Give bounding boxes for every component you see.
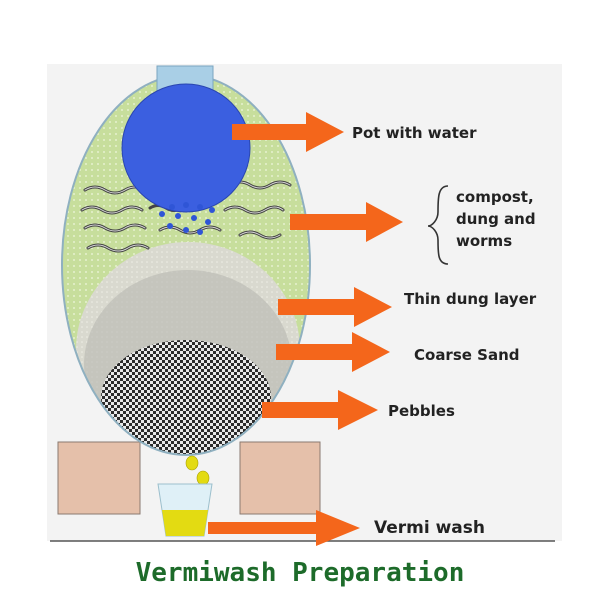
label-coarse-sand: Coarse Sand: [414, 346, 520, 364]
left-brick: [57, 441, 141, 515]
label-compost-line3: worms: [456, 232, 513, 250]
pebbles-layer: [101, 340, 271, 455]
label-thin-dung-layer: Thin dung layer: [404, 290, 537, 308]
label-compost-line2: dung and: [456, 210, 536, 228]
arrow-vermiwash: [208, 510, 360, 546]
caption-title: Vermiwash Preparation: [135, 558, 465, 588]
arrow-dung-layer: [278, 287, 392, 327]
arrow-pebbles: [262, 390, 378, 430]
compost-brace: [427, 185, 449, 265]
label-pot-with-water: Pot with water: [352, 124, 477, 142]
arrow-coarse-sand: [276, 332, 390, 372]
water-drops: [159, 202, 215, 235]
right-brick: [239, 441, 321, 515]
label-vermi-wash: Vermi wash: [374, 518, 485, 538]
label-compost-line1: compost,: [456, 188, 534, 206]
pot-with-water: [121, 83, 251, 213]
vermiwash-liquid: [162, 510, 208, 536]
arrow-compost: [290, 202, 403, 242]
label-pebbles: Pebbles: [388, 402, 455, 420]
arrows: [208, 112, 403, 546]
arrow-pot: [232, 112, 344, 152]
